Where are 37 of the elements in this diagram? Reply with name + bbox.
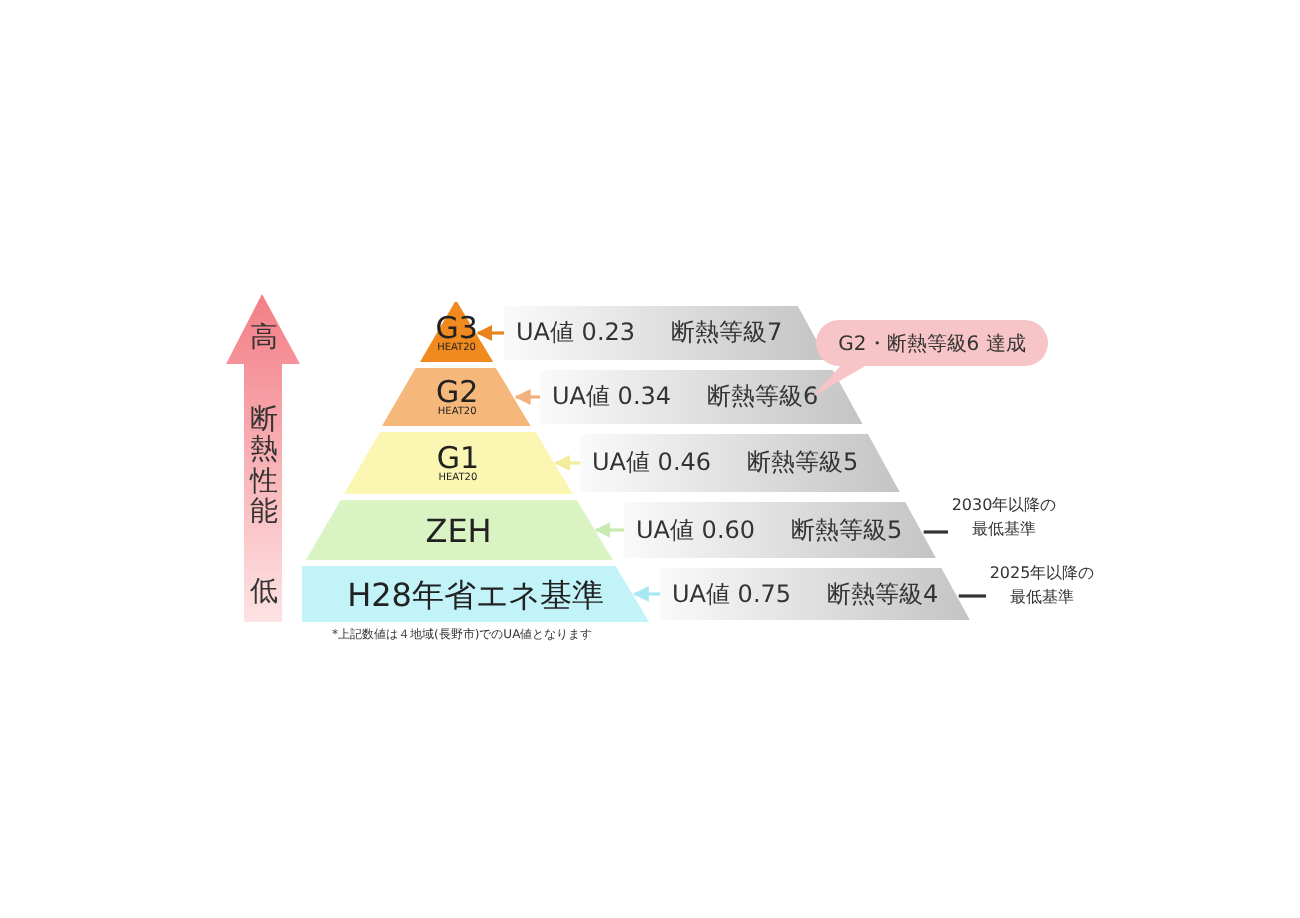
pyramid-tier xyxy=(420,302,494,362)
pyramid-tier xyxy=(382,368,532,426)
arrow xyxy=(594,522,624,538)
insulation-grade: 断熱等級4 xyxy=(827,577,939,611)
scale-label: 低 xyxy=(250,574,278,610)
tier-name: G2 xyxy=(436,376,479,408)
insulation-grade: 断熱等級6 xyxy=(707,380,819,414)
value-band xyxy=(504,306,828,360)
leader-line xyxy=(923,530,948,534)
note-text: 2025年以降の最低基準 xyxy=(988,562,1096,612)
tier-name: ZEH xyxy=(425,513,492,547)
ua-value: UA値 0.60 xyxy=(636,513,756,547)
value-band xyxy=(660,568,970,620)
value-band xyxy=(624,502,936,558)
ua-value: UA値 0.46 xyxy=(592,446,712,480)
value-band xyxy=(540,370,863,424)
scale-label: 高 xyxy=(250,320,278,356)
ua-value: UA値 0.23 xyxy=(516,316,636,350)
tier-name: G1 xyxy=(436,442,480,474)
pyramid-tier xyxy=(305,500,612,560)
arrow xyxy=(554,455,580,471)
ua-value: UA値 0.75 xyxy=(672,577,792,611)
value-band xyxy=(580,434,900,492)
insulation-grade: 断熱等級5 xyxy=(747,446,859,480)
axis-label: 断熱性能 xyxy=(250,406,278,530)
tier-name: H28年省エネ基準 xyxy=(347,577,604,611)
insulation-grade: 断熱等級5 xyxy=(791,513,903,547)
tier-name: G3 xyxy=(435,311,478,343)
insulation-grade: 断熱等級7 xyxy=(671,316,783,350)
pyramid-tier xyxy=(343,432,573,494)
arrow xyxy=(476,325,504,341)
note-text: 2030年以降の最低基準 xyxy=(950,494,1058,544)
pyramid-tier xyxy=(302,566,650,622)
ua-value: UA値 0.34 xyxy=(552,380,672,414)
arrow xyxy=(514,389,540,405)
leader-line xyxy=(958,594,986,598)
arrow xyxy=(632,586,660,602)
